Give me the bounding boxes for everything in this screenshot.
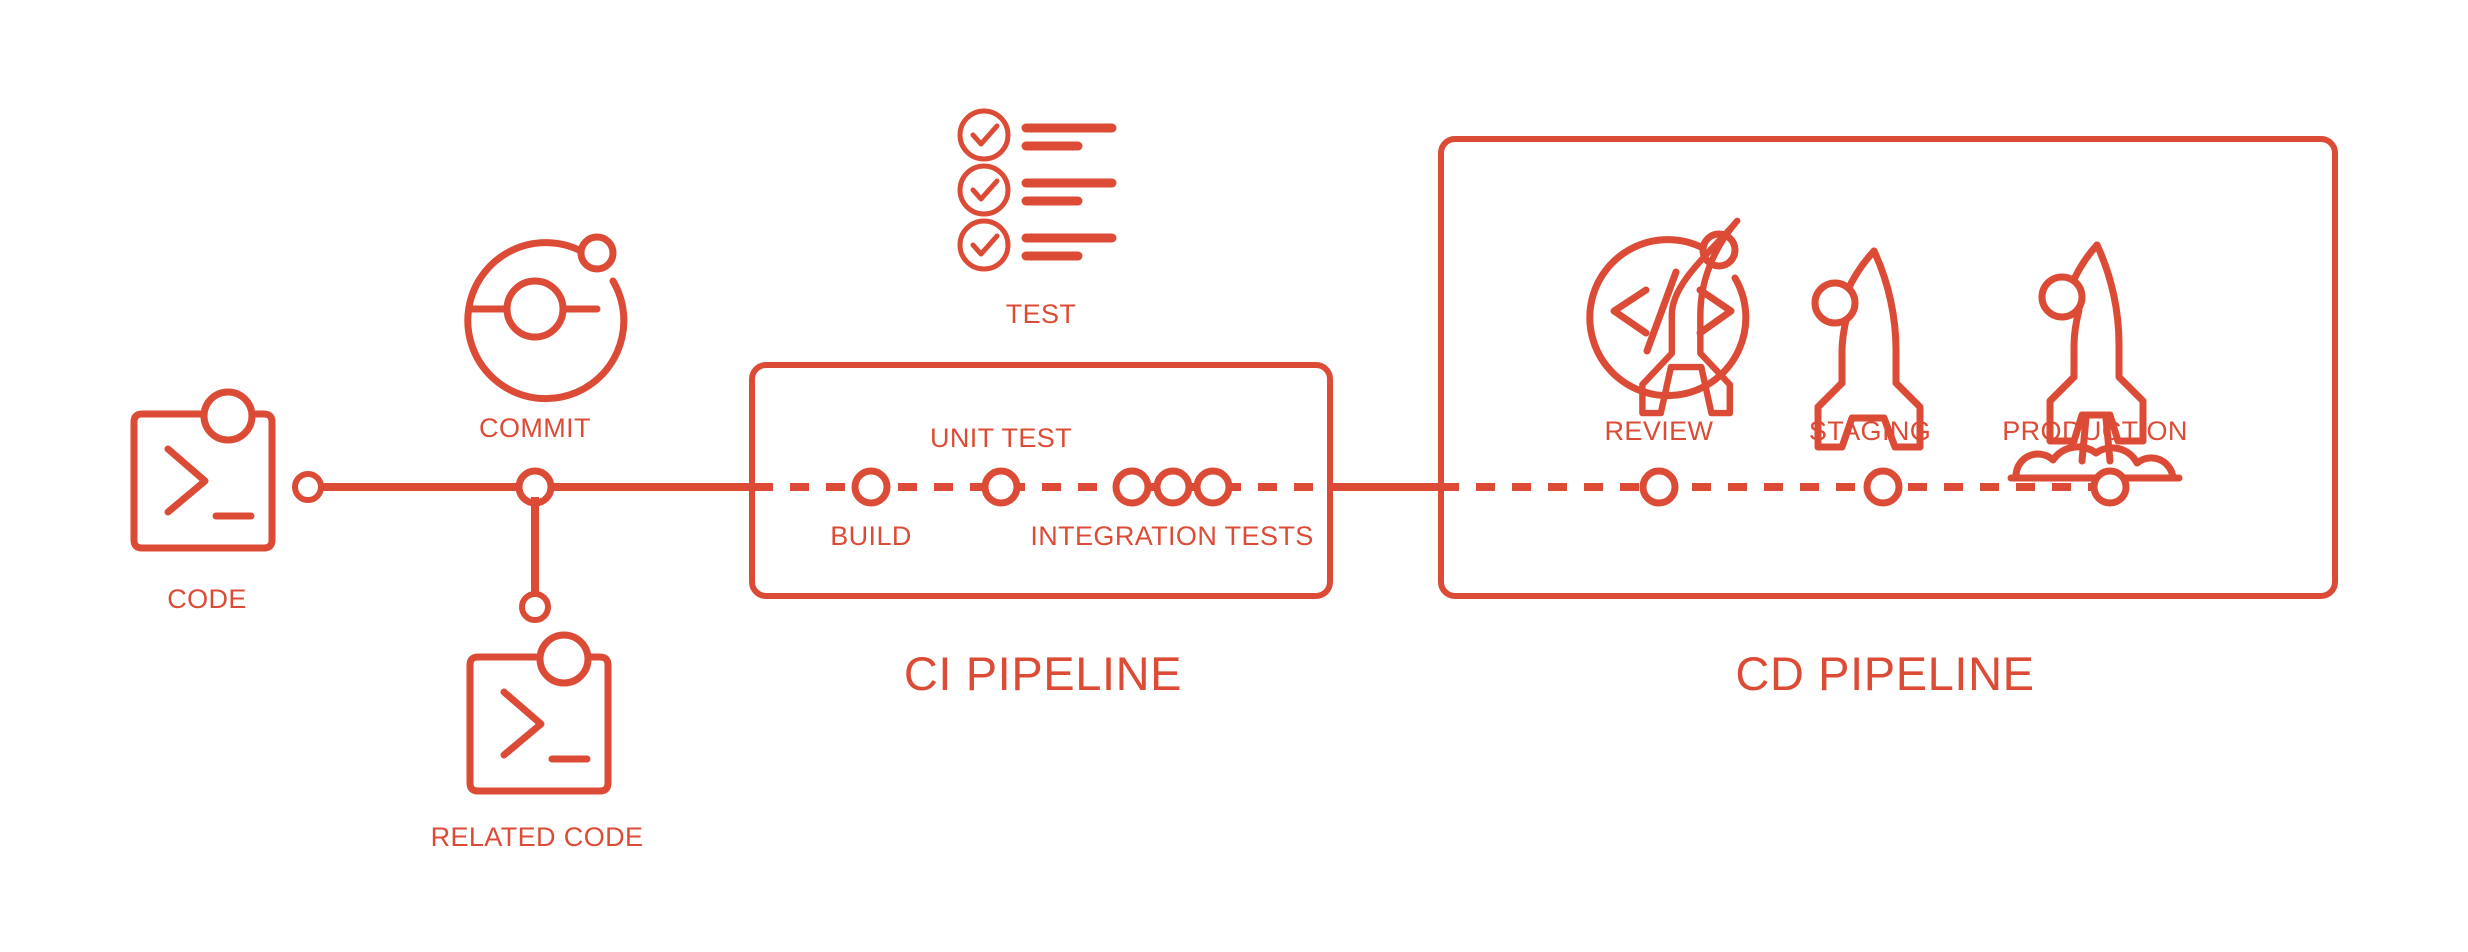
- rocket-body-right-icon: [1814, 247, 1924, 451]
- cd-icon-production[interactable]: [2007, 241, 2183, 482]
- terminal-badge-circle-icon: [536, 631, 592, 687]
- terminal-badge-circle-icon: [200, 388, 256, 444]
- commit-badge-circle-icon: [577, 233, 617, 273]
- ci-node-integration-2[interactable]: [1153, 467, 1193, 507]
- commit-outer-ring-icon: [464, 239, 628, 403]
- check-mark-3-icon: [970, 233, 1000, 257]
- angle-bracket-right-icon: [1696, 286, 1735, 337]
- smoke-cloud-icon: [2012, 443, 2177, 482]
- ci-node-label-integration-tests: INTEGRATION TESTS: [1030, 521, 1313, 551]
- check-mark-1-icon: [970, 123, 1000, 147]
- stage-code[interactable]: [130, 388, 276, 552]
- ci-node-label-unit-test: UNIT TEST: [930, 423, 1072, 453]
- cd-node-staging[interactable]: [1863, 467, 1903, 507]
- terminal-prompt-icon: [130, 410, 276, 552]
- ci-pipeline-box: [749, 362, 1333, 599]
- rocket-outline-group: [1770, 240, 1924, 451]
- cd-node-label-staging: STAGING: [1809, 416, 1931, 446]
- rocket-porthole-badge-icon: [1811, 279, 1859, 327]
- rocket-porthole-badge-icon: [2038, 273, 2086, 321]
- rocket-fin-left-icon: [2046, 373, 2078, 405]
- ci-pipeline-title: CI PIPELINE: [904, 647, 1182, 700]
- stage-test[interactable]: [957, 108, 1117, 272]
- terminal-prompt-icon: [466, 653, 612, 795]
- rocket-fuselage-left-icon: [2070, 306, 2083, 381]
- cd-pipeline-title: CD PIPELINE: [1735, 647, 2034, 700]
- slash-icon: [1643, 268, 1680, 355]
- ci-node-label-build: BUILD: [830, 521, 912, 551]
- check-circle-3-icon: [957, 218, 1011, 272]
- stage-commit-label: COMMIT: [479, 413, 591, 443]
- stage-test-label: TEST: [1006, 299, 1077, 329]
- check-circle-1-icon: [957, 108, 1011, 162]
- stage-related-code[interactable]: [466, 631, 612, 795]
- check-circle-2-icon: [957, 163, 1011, 217]
- terminal-chevron-icon: [500, 688, 545, 759]
- stage-code-label: CODE: [167, 584, 247, 614]
- ci-node-unit-test[interactable]: [981, 467, 1021, 507]
- angle-bracket-left-icon: [1610, 286, 1650, 337]
- commit-inner-circle-icon: [503, 277, 567, 341]
- rocket-body-right-icon: [2046, 241, 2147, 445]
- rocket-body-icon: [1639, 217, 1741, 417]
- cd-node-label-review: REVIEW: [1605, 416, 1714, 446]
- cd-node-review[interactable]: [1639, 467, 1679, 507]
- stage-related-code-label: RELATED CODE: [431, 822, 644, 852]
- cd-node-label-production: PRODUCTION: [2002, 416, 2188, 446]
- ci-node-integration-3[interactable]: [1193, 467, 1233, 507]
- stage-commit[interactable]: [464, 233, 628, 403]
- cd-node-production[interactable]: [2090, 467, 2130, 507]
- code-output-node[interactable]: [292, 471, 324, 503]
- cd-pipeline-box: [1438, 136, 2338, 599]
- terminal-chevron-icon: [164, 445, 209, 516]
- code-brackets-circle-ring-icon: [1586, 236, 1750, 400]
- related-code-branch-node[interactable]: [519, 591, 551, 623]
- exhaust-flame-right-icon: [2102, 414, 2114, 465]
- rocket-fin-left-icon: [1814, 379, 1846, 411]
- ci-node-build[interactable]: [851, 467, 891, 507]
- check-mark-2-icon: [970, 178, 1000, 202]
- exhaust-flame-left-icon: [2078, 414, 2090, 465]
- cd-icon-staging[interactable]: [1639, 217, 1924, 451]
- ci-node-integration-1[interactable]: [1112, 467, 1152, 507]
